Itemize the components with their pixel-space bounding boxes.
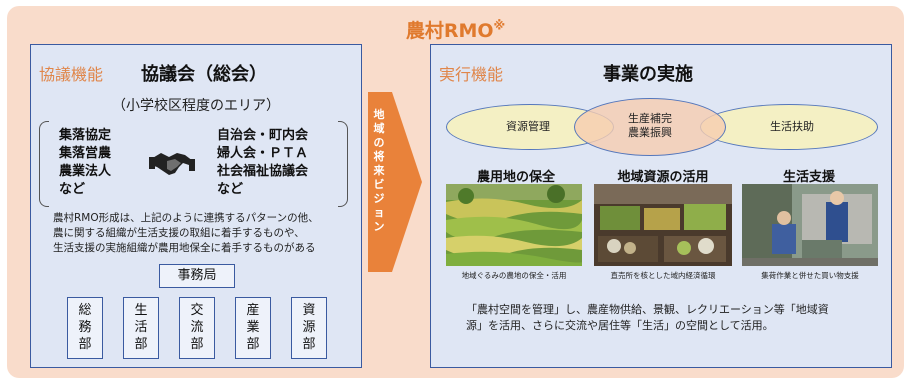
- resource-management-label: 資源管理: [506, 120, 550, 133]
- handshake-icon: [149, 153, 195, 175]
- farmland-title: 農用地の保全: [476, 170, 555, 185]
- farm-org-list: 集落協定 集落営農 農業法人 など: [59, 128, 112, 197]
- vision-arrow: [368, 92, 422, 272]
- dept-general-affairs: 総務部: [67, 297, 103, 359]
- living-aid-ellipse: [700, 104, 878, 150]
- council-function-label: 協議機能: [39, 65, 104, 84]
- direct-market-image: [594, 184, 732, 266]
- main-title: 農村RMO※: [405, 18, 506, 42]
- farmland-caption: 地域ぐるみの農地の保全・活用: [461, 271, 567, 280]
- terraced-fields-image: [446, 184, 582, 266]
- implementation-title: 事業の実施: [603, 64, 693, 85]
- community-org-list: 自治会・町内会 婦人会・ＰＴＡ 社会福祉協議会 など: [217, 128, 309, 197]
- vision-label: 地域の将来ビジョン: [373, 108, 385, 233]
- resource-use-title: 地域資源の活用: [617, 170, 709, 185]
- agri-promotion-ellipse: [574, 98, 726, 156]
- dept-living: 生活部: [123, 297, 159, 359]
- council-panel: 協議機能 協議会（総会） （小学校区程度のエリア） 集落協定 集落営農 農業法人…: [30, 44, 362, 368]
- summary-text: 「農村空間を管理」し、農産物供給、景観、レクリエーション等「地域資 源」を活用、…: [466, 303, 829, 332]
- area-subtitle: （小学校区程度のエリア）: [112, 98, 280, 114]
- left-bracket: [39, 121, 49, 207]
- dept-industry: 産業部: [235, 297, 271, 359]
- agri-promotion-label: 生産補完 農業振興: [628, 112, 672, 139]
- dept-resources: 資源部: [291, 297, 327, 359]
- dept-exchange: 交流部: [179, 297, 215, 359]
- right-bracket: [338, 121, 348, 207]
- secretariat-box: 事務局: [159, 264, 235, 288]
- council-title: 協議会（総会）: [141, 64, 267, 85]
- execution-function-label: 実行機能: [439, 65, 504, 84]
- living-support-title: 生活支援: [782, 170, 835, 185]
- living-support-caption: 集荷作業と併せた買い物支援: [761, 271, 859, 280]
- shopping-support-image: [742, 184, 878, 266]
- living-aid-label: 生活扶助: [770, 120, 814, 133]
- resource-use-caption: 直売所を核とした域内経済循環: [610, 271, 716, 280]
- formation-description: 農村RMO形成は、上記のように連携するパターンの他、 農に関する組織が生活支援の…: [53, 212, 319, 254]
